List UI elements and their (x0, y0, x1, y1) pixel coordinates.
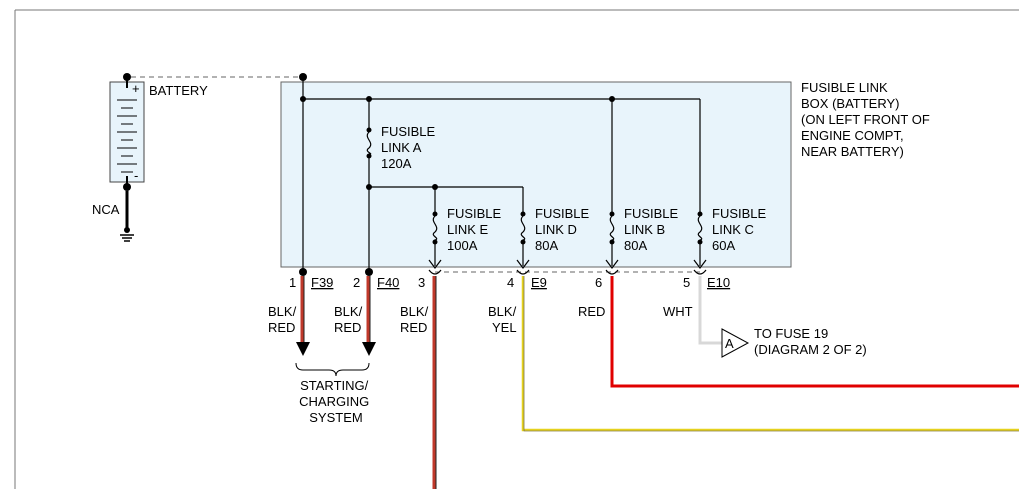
wire-label-pin-6: RED (578, 304, 605, 319)
wire-label-pin-3: BLK/ RED (400, 304, 432, 335)
starting-system-label: STARTING/ CHARGING SYSTEM (299, 378, 373, 425)
bus-junction-dots (300, 96, 615, 190)
connector-ref-label[interactable]: TO FUSE 19 (DIAGRAM 2 OF 2) (754, 326, 867, 357)
wire-pin-2-arrow-icon (362, 342, 376, 356)
pin-6-number: 6 (595, 275, 602, 290)
connector-ref-triangle-icon[interactable] (721, 328, 750, 358)
fusible-link-box (280, 81, 792, 268)
fusible-link-a-label: FUSIBLE LINK A 120A (381, 124, 439, 171)
fusible-link-d-symbol (516, 211, 530, 269)
battery-label: BATTERY (149, 83, 208, 98)
wire-label-pin-2: BLK/ RED (334, 304, 366, 335)
pin-1-node (299, 268, 307, 276)
nca-label: NCA (92, 202, 120, 217)
pin-5-number: 5 (683, 275, 690, 290)
battery-plus-sign: + (132, 81, 140, 96)
wire-pin-5 (698, 276, 722, 345)
pin-sockets (428, 269, 707, 275)
wire-pin-1-arrow-icon (296, 342, 310, 356)
wire-label-pin-4: BLK/ YEL (488, 304, 520, 335)
pin-3-number: 3 (418, 275, 425, 290)
connector-ref-letter: A (725, 336, 734, 351)
pin-4-connector: E9 (531, 275, 547, 290)
pin-5-connector: E10 (707, 275, 730, 290)
box-title: FUSIBLE LINK BOX (BATTERY) (ON LEFT FRON… (801, 80, 933, 159)
fusible-link-c-label: FUSIBLE LINK C 60A (712, 206, 770, 253)
pin-4-number: 4 (507, 275, 514, 290)
wire-pin-4-stripe (523, 276, 1019, 432)
battery-positive-node (123, 73, 131, 81)
pin-1-number: 1 (289, 275, 296, 290)
fusible-link-a-symbol (366, 127, 372, 159)
fusible-link-b-label: FUSIBLE LINK B 80A (624, 206, 682, 253)
battery-negative-node (123, 183, 131, 191)
pin-2-number: 2 (353, 275, 360, 290)
ground-icon (120, 227, 134, 242)
pin-2-connector: F40 (377, 275, 399, 290)
wire-label-pin-1: BLK/ RED (268, 304, 300, 335)
wire-pin-6 (610, 276, 1019, 388)
battery-symbol (109, 77, 145, 187)
starting-system-bracket (295, 362, 370, 377)
fusible-link-e-symbol (428, 211, 442, 269)
wire-label-pin-5: WHT (663, 304, 693, 319)
fusible-link-b-symbol (605, 211, 619, 269)
pin-1-connector: F39 (311, 275, 333, 290)
wire-pin-4 (521, 276, 1019, 432)
battery-minus-sign: - (134, 168, 138, 183)
fusible-link-c-symbol (693, 211, 707, 269)
pin-2-node (365, 268, 373, 276)
fusible-link-d-label: FUSIBLE LINK D 80A (535, 206, 593, 253)
fusible-link-e-label: FUSIBLE LINK E 100A (447, 206, 505, 253)
